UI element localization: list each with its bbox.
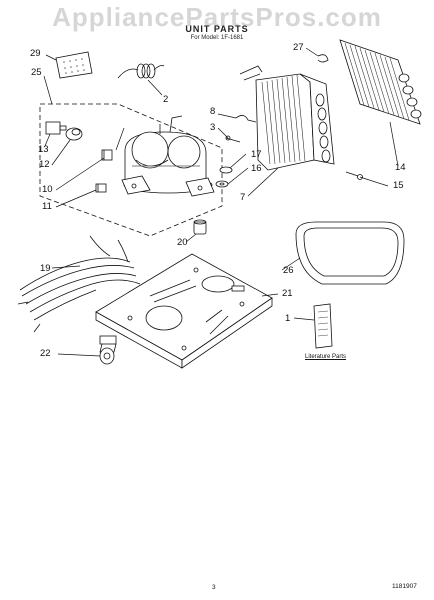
part-compressor <box>121 115 215 197</box>
callout-14: 14 <box>395 162 406 173</box>
part-grommet-16 <box>215 180 229 188</box>
page-number: 3 <box>212 584 216 591</box>
watermark: AppliancePartsPros.com <box>52 2 382 32</box>
part-clip <box>95 183 107 193</box>
part-relay <box>45 121 67 135</box>
part-literature <box>313 303 333 349</box>
callout-27: 27 <box>293 42 304 53</box>
callout-20: 20 <box>177 237 188 248</box>
leader-lines <box>43 47 399 357</box>
part-base-plate <box>95 253 273 369</box>
part-wire-harness <box>17 235 141 333</box>
callout-26: 26 <box>283 265 294 276</box>
callout-10: 10 <box>42 184 53 195</box>
part-grommet-20 <box>193 219 207 235</box>
callout-7: 7 <box>240 192 246 203</box>
callout-13: 13 <box>38 144 49 155</box>
callout-11: 11 <box>42 201 52 212</box>
diagram-subtitle: For Model: 1F-1681 <box>190 35 244 41</box>
callout-15: 15 <box>393 180 404 191</box>
callout-25: 25 <box>31 67 42 78</box>
callout-22: 22 <box>40 348 51 359</box>
callout-17: 17 <box>251 149 262 160</box>
part-tube-8 <box>235 115 257 123</box>
callout-1: 1 <box>285 313 291 324</box>
callout-19: 19 <box>40 263 51 274</box>
callout-29: 29 <box>30 48 41 59</box>
diagram-title: UNIT PARTS <box>185 24 249 34</box>
doc-code: 1181907 <box>392 583 417 590</box>
part-overload <box>65 127 83 141</box>
part-caster <box>99 335 117 365</box>
callout-21: 21 <box>282 288 293 299</box>
part-drain-pan <box>295 221 405 285</box>
part-spring <box>117 63 165 79</box>
part-plate <box>55 51 93 79</box>
part-tube-15 <box>345 171 363 180</box>
callout-16: 16 <box>251 163 262 174</box>
compressor-dashed-outline <box>39 103 223 237</box>
part-clip-27 <box>317 54 329 63</box>
callout-12: 12 <box>39 159 50 170</box>
part-condenser <box>239 65 335 171</box>
callout-8: 8 <box>210 106 216 117</box>
part-tube-3 <box>225 135 241 143</box>
callout-3: 3 <box>210 122 216 133</box>
part-evaporator <box>339 39 422 125</box>
callout-2: 2 <box>163 94 169 105</box>
part-grommet-17 <box>219 166 233 174</box>
literature-parts-label: Literature Parts <box>305 354 347 360</box>
